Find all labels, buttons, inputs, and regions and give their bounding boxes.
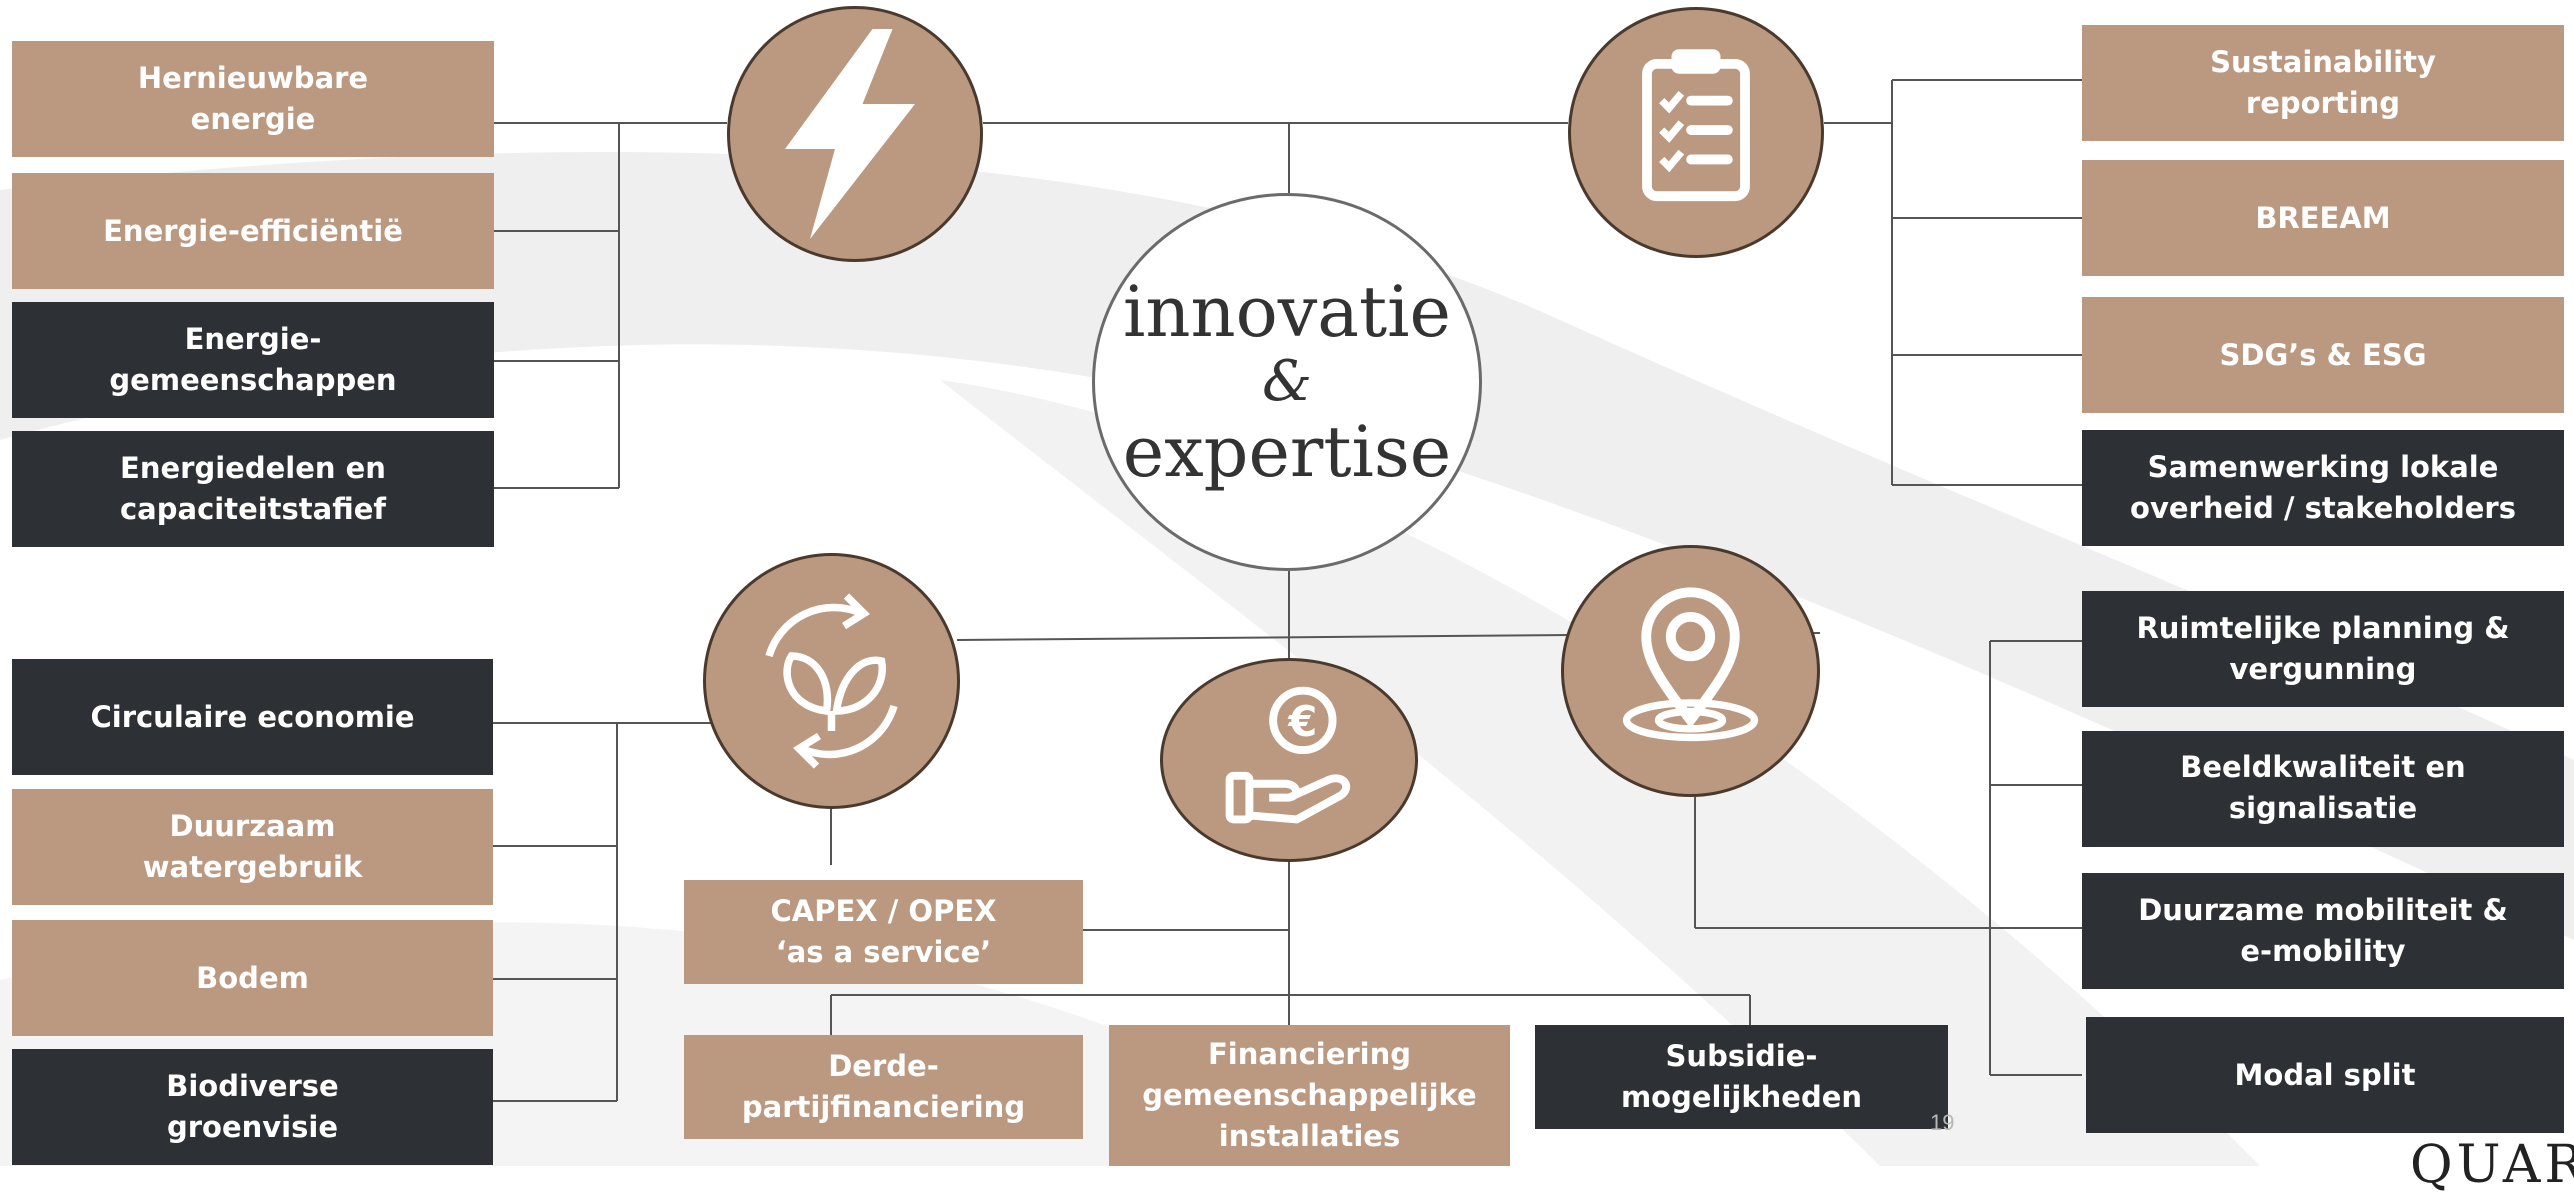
node-duurzaam-watergebruik: Duurzaam watergebruik	[12, 789, 493, 905]
center-ampersand: &	[1262, 349, 1312, 414]
euro-hand-icon: €	[1225, 686, 1351, 824]
map-pin-icon	[1622, 587, 1759, 742]
energy-hub	[727, 6, 983, 262]
node-capex-opex: CAPEX / OPEX ‘as a service’	[684, 880, 1083, 984]
node-sustainability-reporting: Sustainability reporting	[2082, 25, 2564, 141]
location-hub	[1561, 545, 1820, 797]
svg-text:€: €	[1287, 697, 1317, 746]
center-innovatie-expertise: innovatie & expertise	[1092, 193, 1482, 571]
node-biodiverse-groenvisie: Biodiverse groenvisie	[12, 1049, 493, 1165]
page-number: 19	[1930, 1110, 1955, 1135]
node-ruimtelijke-planning: Ruimtelijke planning & vergunning	[2082, 591, 2564, 707]
center-line-1: innovatie	[1123, 271, 1451, 353]
node-breeam: BREEAM	[2082, 160, 2564, 276]
node-derdepartijfinanciering: Derde- partijfinanciering	[684, 1035, 1083, 1139]
node-subsidiemogelijkheden: Subsidie- mogelijkheden	[1535, 1025, 1948, 1129]
lightning-bolt-icon	[785, 29, 915, 239]
node-energiegemeenschappen: Energie- gemeenschappen	[12, 302, 494, 418]
node-beeldkwaliteit: Beeldkwaliteit en signalisatie	[2082, 731, 2564, 847]
node-modal-split: Modal split	[2086, 1017, 2564, 1133]
node-energiedelen: Energiedelen en capaciteitstafief	[12, 431, 494, 547]
node-hernieuwbare-energie: Hernieuwbare energie	[12, 41, 494, 157]
circular-hub	[703, 553, 960, 809]
node-circulaire-economie: Circulaire economie	[12, 659, 493, 775]
center-line-3: expertise	[1122, 411, 1452, 493]
mindmap-canvas: Hernieuwbare energie Energie-efficiëntië…	[0, 6, 2574, 1195]
reporting-hub	[1568, 7, 1824, 258]
clipboard-checklist-icon	[1642, 49, 1750, 202]
node-sdg-esg: SDG’s & ESG	[2082, 297, 2564, 413]
node-energie-efficientie: Energie-efficiëntië	[12, 173, 494, 289]
node-financiering-installaties: Financiering gemeenschappelijke installa…	[1109, 1025, 1510, 1166]
finance-hub: €	[1160, 658, 1418, 862]
node-duurzame-mobiliteit: Duurzame mobiliteit & e-mobility	[2082, 873, 2564, 989]
recycle-leaf-icon	[765, 593, 898, 769]
node-bodem: Bodem	[12, 920, 493, 1036]
node-samenwerking-lokale-overheid: Samenwerking lokale overheid / stakehold…	[2082, 430, 2564, 546]
brand-logo: QUAR	[2410, 1135, 2574, 1195]
